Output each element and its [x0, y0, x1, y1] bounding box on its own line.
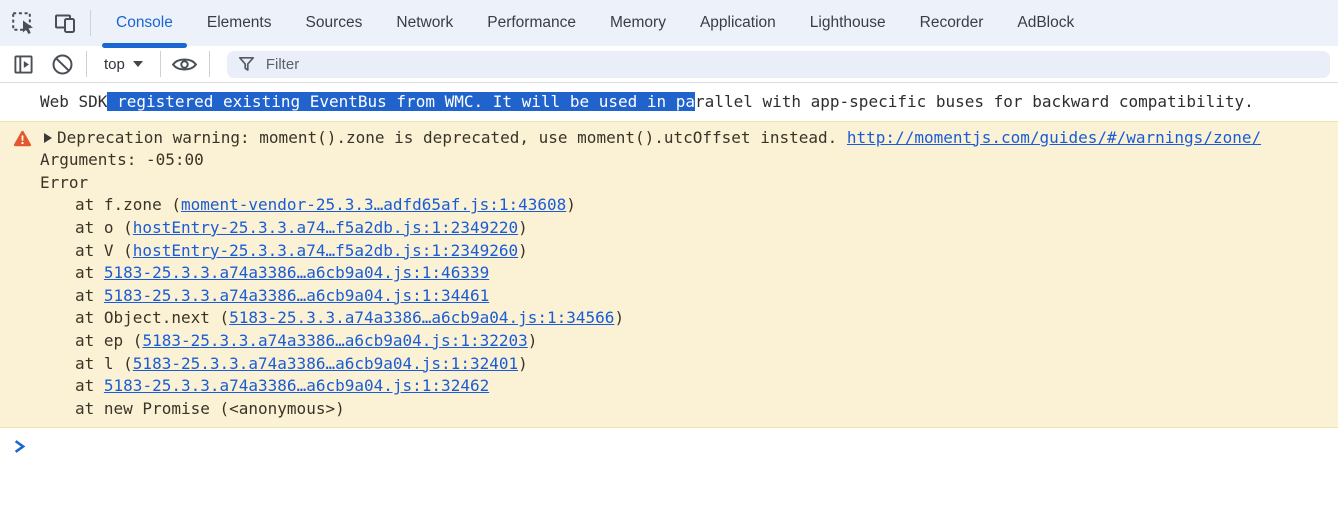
- show-console-sidebar-icon[interactable]: [8, 49, 38, 79]
- console-log-message: Web SDK registered existing EventBus fro…: [0, 83, 1338, 121]
- filter-placeholder: Filter: [265, 55, 300, 73]
- toolbar-divider: [159, 51, 161, 77]
- warning-error-label: Error: [40, 172, 89, 192]
- stack-frame-suffix: ): [518, 240, 528, 260]
- warning-arguments-line: Arguments: -05:00: [40, 150, 204, 170]
- devtools-tab-bar: Console Elements Sources Network Performance…: [0, 0, 1338, 48]
- stack-frame-link[interactable]: 5183-25.3.3.a74a3386…a6cb9a04.js:1:32462: [103, 376, 490, 396]
- stack-frame: at 5183-25.3.3.a74a3386…a6cb9a04.js:1:46…: [0, 262, 1338, 285]
- filter-funnel-icon: [238, 56, 255, 72]
- tab-performance[interactable]: Performance: [487, 14, 576, 31]
- stack-frame: at new Promise (<anonymous>): [0, 398, 1338, 421]
- stack-frame-link[interactable]: 5183-25.3.3.a74a3386…a6cb9a04.js:1:46339: [103, 263, 490, 283]
- stack-frame: at 5183-25.3.3.a74a3386…a6cb9a04.js:1:32…: [0, 375, 1338, 398]
- stack-frame-prefix: at ep (: [75, 330, 143, 350]
- stack-frame-prefix: at: [75, 376, 104, 396]
- tab-console[interactable]: Console: [99, 0, 190, 48]
- stack-frame-suffix: ): [527, 330, 538, 350]
- stack-frame-suffix: ): [518, 217, 528, 237]
- tab-recorder[interactable]: Recorder: [919, 14, 984, 31]
- toolbar-divider: [208, 51, 210, 77]
- stack-frame: at l (5183-25.3.3.a74a3386…a6cb9a04.js:1…: [0, 353, 1338, 376]
- console-prompt[interactable]: [0, 428, 1338, 458]
- stack-frame: at o (hostEntry-25.3.3.a74…f5a2db.js:1:2…: [0, 217, 1338, 240]
- toolbar-divider: [86, 51, 87, 77]
- stack-frame: at 5183-25.3.3.a74a3386…a6cb9a04.js:1:34…: [0, 285, 1338, 308]
- log-text: Web SDK: [40, 92, 108, 111]
- stack-frame-link[interactable]: hostEntry-25.3.3.a74…f5a2db.js:1:2349220: [132, 217, 519, 237]
- console-toolbar: top Filter: [0, 46, 1338, 83]
- tab-memory[interactable]: Memory: [609, 14, 666, 31]
- stack-frame-prefix: at l (: [75, 353, 133, 373]
- stack-frame-prefix: at: [75, 285, 104, 305]
- stack-frame: at ep (5183-25.3.3.a74a3386…a6cb9a04.js:…: [0, 330, 1338, 353]
- stack-frame-link[interactable]: 5183-25.3.3.a74a3386…a6cb9a04.js:1:34566: [229, 308, 615, 328]
- warning-first-line: Deprecation warning: moment().zone is de…: [0, 127, 1338, 150]
- stack-frame-link[interactable]: 5183-25.3.3.a74a3386…a6cb9a04.js:1:32203: [142, 330, 528, 350]
- inspect-element-icon[interactable]: [8, 8, 38, 38]
- tab-application[interactable]: Application: [699, 14, 776, 31]
- warning-triangle-icon: [13, 130, 32, 154]
- tab-lighthouse[interactable]: Lighthouse: [809, 14, 886, 31]
- warning-text: Deprecation warning: moment().zone is de…: [57, 127, 847, 147]
- stack-frame-suffix: ): [518, 353, 528, 373]
- chevron-down-icon: [132, 61, 143, 67]
- stack-frame-prefix: at o (: [75, 217, 133, 237]
- warning-doc-link[interactable]: http://momentjs.com/guides/#/warnings/zo…: [846, 127, 1262, 147]
- tab-sources[interactable]: Sources: [305, 14, 363, 31]
- prompt-chevron-icon: [14, 440, 26, 454]
- stack-frame: at V (hostEntry-25.3.3.a74…f5a2db.js:1:2…: [0, 240, 1338, 263]
- tab-adblock[interactable]: AdBlock: [1017, 14, 1075, 31]
- stack-frame-link[interactable]: hostEntry-25.3.3.a74…f5a2db.js:1:2349260: [132, 240, 519, 260]
- stack-frame-prefix: at new Promise (<anonymous>): [75, 398, 345, 418]
- stack-frame-link[interactable]: moment-vendor-25.3.3…adfd65af.js:1:43608: [180, 195, 567, 215]
- device-toolbar-icon[interactable]: [50, 8, 80, 38]
- stack-frame-suffix: ): [566, 195, 576, 215]
- filter-input[interactable]: Filter: [226, 50, 1330, 78]
- stack-frame-prefix: at f.zone (: [75, 195, 181, 215]
- javascript-context-selector[interactable]: top: [96, 56, 151, 73]
- stack-frame-prefix: at: [75, 263, 104, 283]
- log-text: rallel with app-specific buses for backw…: [695, 92, 1254, 111]
- stack-frame-link[interactable]: 5183-25.3.3.a74a3386…a6cb9a04.js:1:32401: [132, 353, 519, 373]
- create-live-expression-eye-icon[interactable]: [170, 49, 200, 79]
- log-text-selection: registered existing EventBus from WMC. I…: [107, 92, 696, 111]
- tabbar-icon-group: [0, 0, 90, 46]
- console-warning-message: Deprecation warning: moment().zone is de…: [0, 120, 1338, 429]
- tabbar-divider: [90, 10, 91, 36]
- stack-trace: at f.zone (moment-vendor-25.3.3…adfd65af…: [0, 194, 1338, 420]
- clear-console-icon[interactable]: [47, 49, 77, 79]
- stack-frame: at f.zone (moment-vendor-25.3.3…adfd65af…: [0, 194, 1338, 217]
- stack-frame-suffix: ): [614, 308, 625, 328]
- context-selector-label: top: [104, 55, 125, 73]
- stack-frame-link[interactable]: 5183-25.3.3.a74a3386…a6cb9a04.js:1:34461: [103, 285, 490, 305]
- stack-frame-prefix: at Object.next (: [75, 308, 230, 328]
- tab-elements[interactable]: Elements: [206, 14, 272, 31]
- tab-network[interactable]: Network: [396, 14, 454, 31]
- stack-frame-prefix: at V (: [75, 240, 133, 260]
- stack-frame: at Object.next (5183-25.3.3.a74a3386…a6c…: [0, 307, 1338, 330]
- console-messages: Web SDK registered existing EventBus fro…: [0, 83, 1338, 458]
- tab-strip: Console Elements Sources Network Performance…: [99, 0, 1091, 48]
- expand-triangle-icon[interactable]: [44, 132, 52, 143]
